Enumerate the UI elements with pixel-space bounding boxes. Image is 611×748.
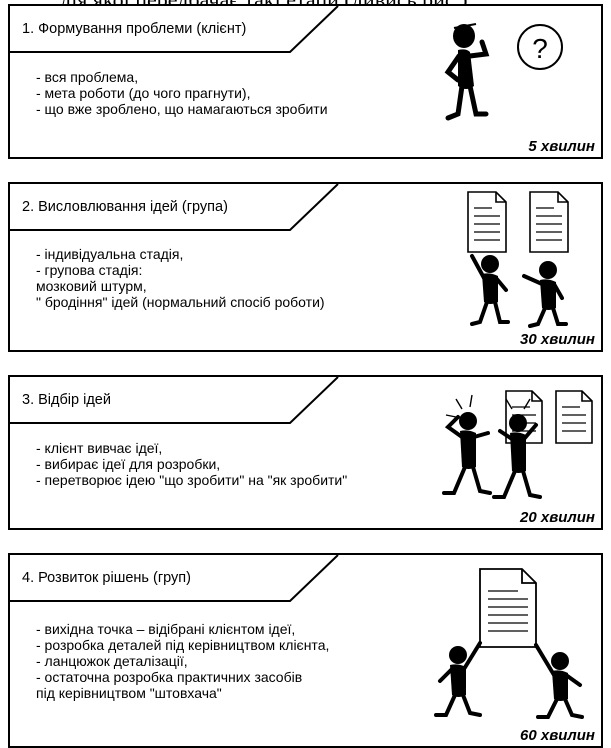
list-item: - клієнт вивчає ідеї, — [36, 440, 163, 456]
svg-text:?: ? — [532, 33, 548, 64]
title-tab-shape — [8, 5, 339, 53]
stage-3-title: 3. Відбір ідей — [22, 392, 111, 408]
list-item: - розробка деталей під керівництвом кліє… — [36, 637, 330, 653]
stage-3-box: 3. Відбір ідей - клієнт вивчає ідеї, - в… — [8, 375, 603, 530]
thinking-person-question-icon: ? — [444, 23, 563, 121]
stage-4-box: 4. Розвиток рішень (груп) - вихідна точк… — [8, 553, 603, 748]
list-item: - перетворює ідею "що зробити" на "як зр… — [36, 472, 348, 488]
list-item: " бродіння" ідей (нормальний спосіб робо… — [36, 294, 325, 310]
two-people-with-documents-icon — [467, 191, 569, 328]
stage-4-duration: 60 хвилин — [520, 727, 595, 744]
list-item: - вся проблема, — [36, 69, 139, 85]
stage-1-title: 1. Формування проблеми (клієнт) — [22, 21, 247, 37]
stage-2-title: 2. Висловлювання ідей (група) — [22, 199, 228, 215]
list-item: - ланцюжок деталізації, — [36, 653, 188, 669]
stage-3-duration: 20 хвилин — [520, 509, 595, 526]
stage-4-title: 4. Розвиток рішень (груп) — [22, 570, 191, 586]
list-item: - групова стадія: — [36, 262, 143, 278]
list-item: - індивідуальна стадія, — [36, 246, 184, 262]
list-item: - вибирає ідеї для розробки, — [36, 456, 221, 472]
list-item: - мета роботи (до чого прагнути), — [36, 85, 251, 101]
title-tab-shape — [8, 554, 339, 602]
stage-4-list: - вихідна точка – відібрані клієнтом іде… — [36, 621, 329, 701]
stage-1-duration: 5 хвилин — [528, 138, 595, 155]
list-item: - остаточна розробка практичних засобів — [36, 669, 303, 685]
stage-1-box: 1. Формування проблеми (клієнт) - вся пр… — [8, 4, 603, 159]
stage-2-box: 2. Висловлювання ідей (група) - індивіду… — [8, 182, 603, 352]
two-people-carrying-document-icon — [434, 568, 584, 719]
list-item: - вихідна точка – відібрані клієнтом іде… — [36, 621, 296, 637]
list-item: мозковий штурм, — [36, 278, 147, 294]
stage-1-list: - вся проблема, - мета роботи (до чого п… — [36, 69, 328, 117]
stage-3-list: - клієнт вивчає ідеї, - вибирає ідеї для… — [36, 440, 347, 488]
stage-2-list: - індивідуальна стадія, - групова стадія… — [36, 246, 325, 310]
list-item: - що вже зроблено, що намагаються зробит… — [36, 101, 328, 117]
title-tab-shape — [8, 183, 339, 231]
title-tab-shape — [8, 376, 339, 424]
list-item: під керівництвом "штовхача" — [36, 685, 222, 701]
stage-2-duration: 30 хвилин — [520, 331, 595, 348]
two-people-reviewing-documents-icon — [442, 390, 593, 499]
